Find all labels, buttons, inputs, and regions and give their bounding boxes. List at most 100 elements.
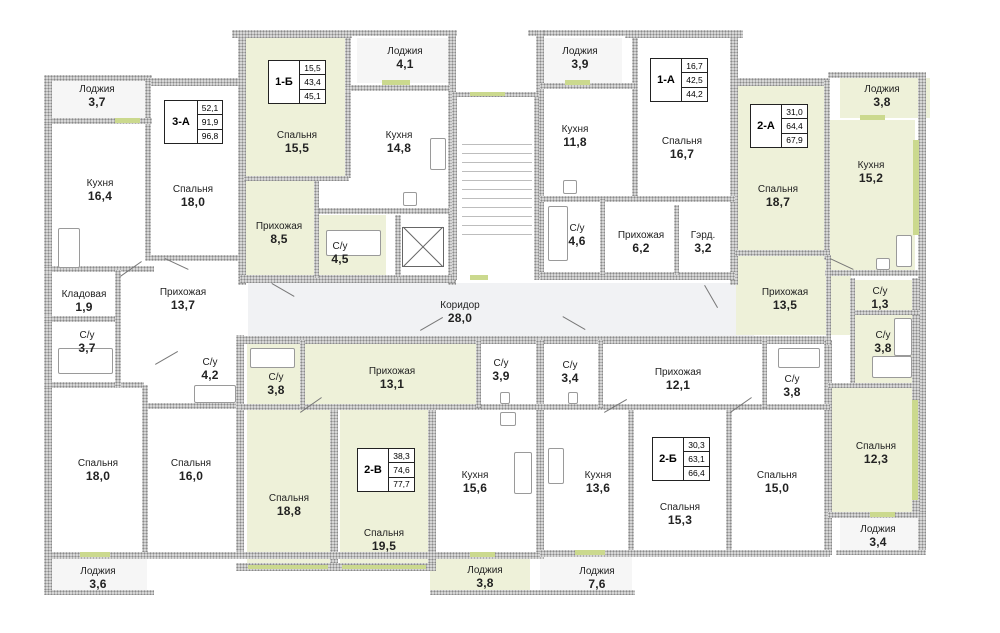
apartment-area-total: 64,4 [782, 119, 807, 134]
room-fill-bedroom-1b [245, 38, 348, 178]
room-fill-hall-2a [736, 255, 851, 335]
apartment-area-full: 77,7 [393, 479, 410, 490]
room-fill-bedroom-2b-a [632, 410, 727, 552]
wall-v-2a-hall-r [826, 255, 831, 345]
room-fill-wardrobe-1a [678, 205, 728, 272]
apartment-area-full: 44,2 [686, 89, 703, 100]
apartment-tag-3a: 3-А 52,1 91,9 96,8 [164, 100, 223, 144]
wall-v-1a-left [536, 30, 544, 280]
wall-v-1a-right [730, 30, 738, 285]
wall-v-2a-mid [824, 80, 830, 260]
window [80, 552, 110, 557]
wall-h-2a-bath-bottom [828, 383, 920, 388]
apartment-area-living: 30,3 [684, 438, 709, 453]
wall-v-2v-b [428, 405, 436, 565]
wall-h-3a-kitchen [44, 118, 152, 124]
wall-h-corr-bottom-r [540, 336, 830, 344]
room-fill-bedroom-3a-bottom [55, 388, 145, 550]
window [382, 80, 410, 85]
wall-h-1b [345, 85, 450, 91]
wall-v-bath-2b-b [762, 340, 767, 408]
bathtub-icon [326, 230, 381, 256]
apartment-area-full: 66,4 [688, 468, 705, 479]
wall-h-1b-bottom [240, 275, 455, 283]
wall-v-hall3a [115, 270, 121, 388]
wall-h-1b-hall [244, 176, 349, 181]
room-fill-loggia-2b [540, 555, 632, 593]
wall-h-1a-bath [540, 196, 735, 202]
window [470, 92, 505, 96]
bathtub-icon [250, 348, 295, 368]
wall-v-1b-mid [345, 38, 351, 178]
wall-h-2a-loggia-bottom [836, 550, 926, 555]
bathtub-icon [778, 348, 820, 368]
room-fill-kitchen-1a [545, 88, 633, 198]
wall-top-loggia-1b [352, 30, 457, 36]
wall-h-bottom-loggia-m [430, 590, 635, 595]
apartment-area-living: 31,0 [782, 105, 807, 120]
window [470, 552, 495, 557]
wall-v-1a-mid [632, 38, 638, 198]
apartment-area-total: 91,9 [198, 115, 222, 130]
wall-outer-right [918, 75, 926, 555]
room-label-wardrobe-1a: Гэрд.3,2 [690, 230, 716, 255]
room-fill-loggia-2v [430, 555, 530, 593]
room-fill-loggia-1b [357, 38, 453, 83]
stove-icon [548, 448, 564, 484]
wall-v-1b-left [238, 30, 246, 285]
bathtub-icon [894, 318, 912, 356]
wall-h-2a-bath [850, 310, 920, 315]
sink-icon [403, 192, 417, 206]
stairs [462, 140, 532, 235]
apartment-name: 1-Б [269, 61, 300, 103]
room-fill-loggia-3a-top [52, 78, 147, 120]
wall-v-1b-hall [314, 178, 319, 278]
sink-icon [500, 392, 510, 404]
wall-top-loggia-1a [528, 30, 628, 36]
wall-outer-left [44, 75, 52, 595]
bathtub-icon [548, 206, 568, 261]
apartment-area-living: 16,7 [682, 59, 707, 74]
apartment-name: 3-А [165, 101, 198, 143]
wall-h-2a-bottom [735, 250, 830, 256]
apartment-area-total: 42,5 [682, 73, 707, 88]
wall-v-1a-bath [600, 198, 605, 276]
bathtub-icon [872, 356, 912, 378]
stove-icon [514, 452, 532, 494]
apartment-area-full: 96,8 [201, 131, 219, 142]
apartment-name: 2-Б [653, 438, 684, 480]
wall-v-stair-r [534, 95, 539, 280]
apartment-name: 1-А [651, 59, 682, 101]
window [342, 565, 426, 569]
room-fill-loggia-3a-bottom [52, 558, 147, 593]
apartment-area-living: 38,3 [389, 449, 414, 464]
wall-h-bottom-l [44, 552, 544, 559]
stove-icon [896, 235, 912, 267]
wall-v-2v-a [330, 405, 338, 565]
wall-top-2a [730, 78, 830, 86]
apartment-tag-2v: 2-В 38,3 74,6 77,7 [357, 448, 415, 492]
window [565, 80, 590, 85]
